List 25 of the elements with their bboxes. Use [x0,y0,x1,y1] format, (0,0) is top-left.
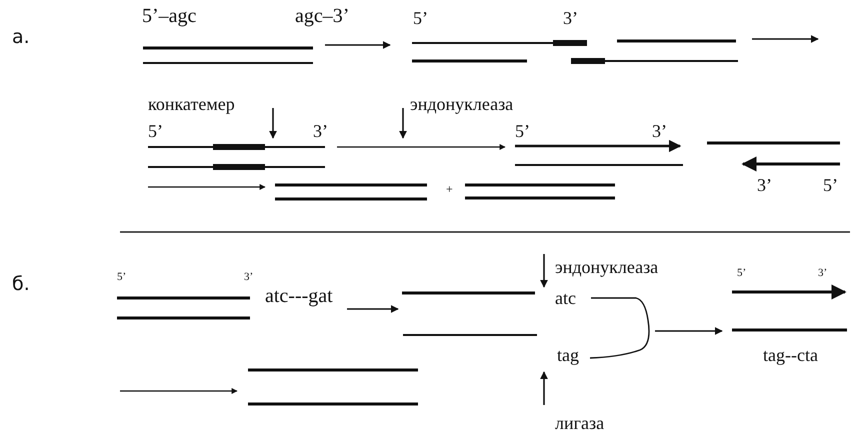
plus-sign: + [446,183,453,195]
panel-letter: б. [12,275,30,294]
strand-end-label: 5’ [148,122,163,140]
strand-end-label: 3’ [563,9,578,27]
strand-end-label: 3’ [818,268,828,279]
strand-end-label: 5’–agc [142,6,196,26]
strand-end-label: 5’ [823,176,838,194]
sequence-label: tag--cta [763,346,818,364]
strand-end-label: 3’ [313,122,328,140]
strand-end-label: 3’ [757,176,772,194]
enzyme-label: эндонуклеаза [555,258,658,276]
strand-end-label: 5’ [413,9,428,27]
strand-end-label: 3’ [652,122,667,140]
strand-end-label: agc–3’ [295,6,350,26]
strand-end-label: 5’ [117,272,126,283]
enzyme-label: лигаза [555,414,604,432]
strand-end-label: 5’ [737,268,746,279]
enzyme-label: конкатемер [148,95,235,113]
panel-letter: а. [12,28,30,47]
sequence-label: atc [555,289,576,307]
sequence-label: atc---gat [265,286,333,306]
strand-end-label: 3’ [244,272,254,283]
sequence-label: tag [557,346,579,364]
strand-end-label: 5’ [515,122,530,140]
enzyme-label: эндонуклеаза [410,95,514,113]
